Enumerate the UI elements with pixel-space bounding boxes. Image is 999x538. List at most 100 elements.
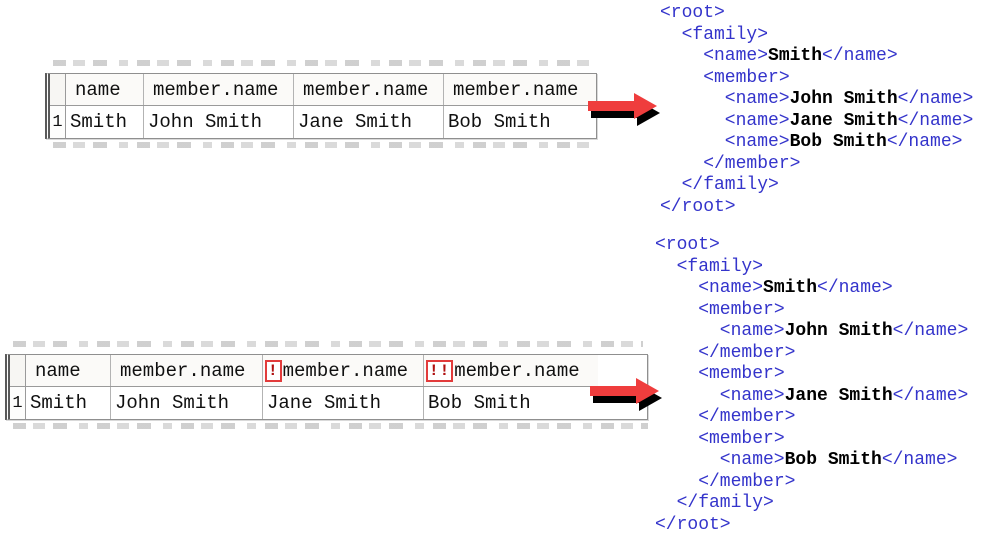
xml-line: </root> xyxy=(655,515,968,537)
xml-text-value: John Smith xyxy=(789,89,898,109)
xml-tag: </member> xyxy=(703,153,801,174)
column-header[interactable]: name xyxy=(26,355,111,386)
xml-line: </member> xyxy=(655,472,968,494)
xml-text-value: Bob Smith xyxy=(789,132,887,152)
table-cell[interactable]: Jane Smith xyxy=(294,106,444,138)
xml-tag: <name> xyxy=(719,450,785,470)
xml-tag: <name> xyxy=(724,110,790,131)
xml-tag: </root> xyxy=(655,514,731,535)
xml-line: <member> xyxy=(655,429,968,451)
row-gutter: 1 xyxy=(50,74,66,138)
arrow-shaft xyxy=(590,386,638,396)
xml-tag: </name> xyxy=(886,132,963,152)
xml-tag: <name> xyxy=(703,46,769,66)
xml-line: <name>Jane Smith</name> xyxy=(655,386,968,408)
table-cell[interactable]: Jane Smith xyxy=(263,387,424,419)
xml-text-value: Jane Smith xyxy=(789,110,898,131)
transform-arrow-icon xyxy=(588,93,658,119)
xml-tag: </member> xyxy=(698,407,796,427)
xml-line: </member> xyxy=(655,407,968,429)
xml-tag: <name> xyxy=(698,278,764,298)
xml-line: <family> xyxy=(655,257,968,279)
row-number[interactable]: 1 xyxy=(52,112,63,132)
table-cell[interactable]: Bob Smith xyxy=(448,111,551,133)
xml-tag: </name> xyxy=(892,321,969,341)
xml-line: <name>Bob Smith</name> xyxy=(655,450,968,472)
xml-line: </member> xyxy=(655,343,968,365)
xml-line: <family> xyxy=(660,25,973,47)
arrow-head xyxy=(634,93,657,119)
column-header[interactable]: member.name xyxy=(144,74,294,105)
column-header-label: member.name xyxy=(453,78,579,101)
table-cell[interactable]: John Smith xyxy=(144,106,294,138)
column-header[interactable]: member.name xyxy=(111,355,263,386)
column-header-label: member.name xyxy=(282,359,409,382)
table-cell[interactable]: Bob Smith xyxy=(428,392,531,414)
xml-tag: </name> xyxy=(897,110,974,131)
column-header[interactable]: !member.name xyxy=(263,355,424,386)
xml-line: </family> xyxy=(655,493,968,515)
xml-tag: <name> xyxy=(719,321,785,341)
xml-tag: <member> xyxy=(698,428,785,449)
column-header[interactable]: name xyxy=(66,74,144,105)
xml-tag: <name> xyxy=(719,385,785,406)
table-cell[interactable]: John Smith xyxy=(111,387,263,419)
arrow-shaft xyxy=(588,101,636,111)
xml-tag: <root> xyxy=(655,235,720,255)
row-gutter: 1 xyxy=(10,355,26,419)
transform-arrow-icon xyxy=(590,378,660,404)
column-header-label: member.name xyxy=(153,78,279,101)
error-flag-icon: !! xyxy=(426,359,454,382)
xml-line: <name>John Smith</name> xyxy=(660,89,973,111)
gutter-header-cell[interactable] xyxy=(50,74,65,106)
error-flag-icon: ! xyxy=(265,359,282,382)
column-header[interactable]: !!member.name xyxy=(424,355,598,386)
xml-output-merged: <root><family><name>Smith</name><member>… xyxy=(660,3,973,218)
column-header-label: member.name xyxy=(303,78,429,101)
row-number[interactable]: 1 xyxy=(12,393,23,413)
xml-tag: </family> xyxy=(676,493,774,513)
column-header-label: member.name xyxy=(120,359,246,382)
xml-line: <member> xyxy=(655,364,968,386)
column-header-label: name xyxy=(35,359,81,382)
xml-tag: </name> xyxy=(892,385,969,406)
cropped-row-artifact xyxy=(53,142,593,148)
xml-tag: <family> xyxy=(681,24,769,45)
xml-line: <name>John Smith</name> xyxy=(655,321,968,343)
xml-output-split: <root><family><name>Smith</name><member>… xyxy=(655,235,968,536)
xml-line: <member> xyxy=(655,300,968,322)
xml-tag: <family> xyxy=(676,256,764,277)
xml-tag: <name> xyxy=(724,132,790,152)
xml-line: <name>Smith</name> xyxy=(655,278,968,300)
table-cell[interactable]: Smith xyxy=(66,106,144,138)
xml-line: <root> xyxy=(660,3,973,25)
xml-tag: <member> xyxy=(698,299,785,320)
xml-text-value: Jane Smith xyxy=(784,385,893,406)
cropped-row-artifact xyxy=(13,423,648,429)
xml-line: </member> xyxy=(660,154,973,176)
xml-tag: </name> xyxy=(817,278,893,298)
gutter-header-cell[interactable] xyxy=(10,355,25,387)
column-header[interactable]: member.name xyxy=(444,74,596,105)
column-header[interactable]: member.name xyxy=(294,74,444,105)
xml-tag: </name> xyxy=(881,450,958,470)
column-header-label: member.name xyxy=(454,359,580,382)
xml-line: </family> xyxy=(660,175,973,197)
arrow-head xyxy=(636,378,659,404)
xml-line: <root> xyxy=(655,235,968,257)
xml-line: <name>Bob Smith</name> xyxy=(660,132,973,154)
column-header-label: name xyxy=(75,78,121,101)
cropped-row-artifact xyxy=(53,60,593,66)
table-cell[interactable]: Smith xyxy=(26,387,111,419)
xml-tag: </root> xyxy=(660,196,736,217)
xml-tag: </member> xyxy=(698,471,796,492)
cropped-row-artifact xyxy=(13,341,643,347)
xml-line: <name>Jane Smith</name> xyxy=(660,111,973,133)
